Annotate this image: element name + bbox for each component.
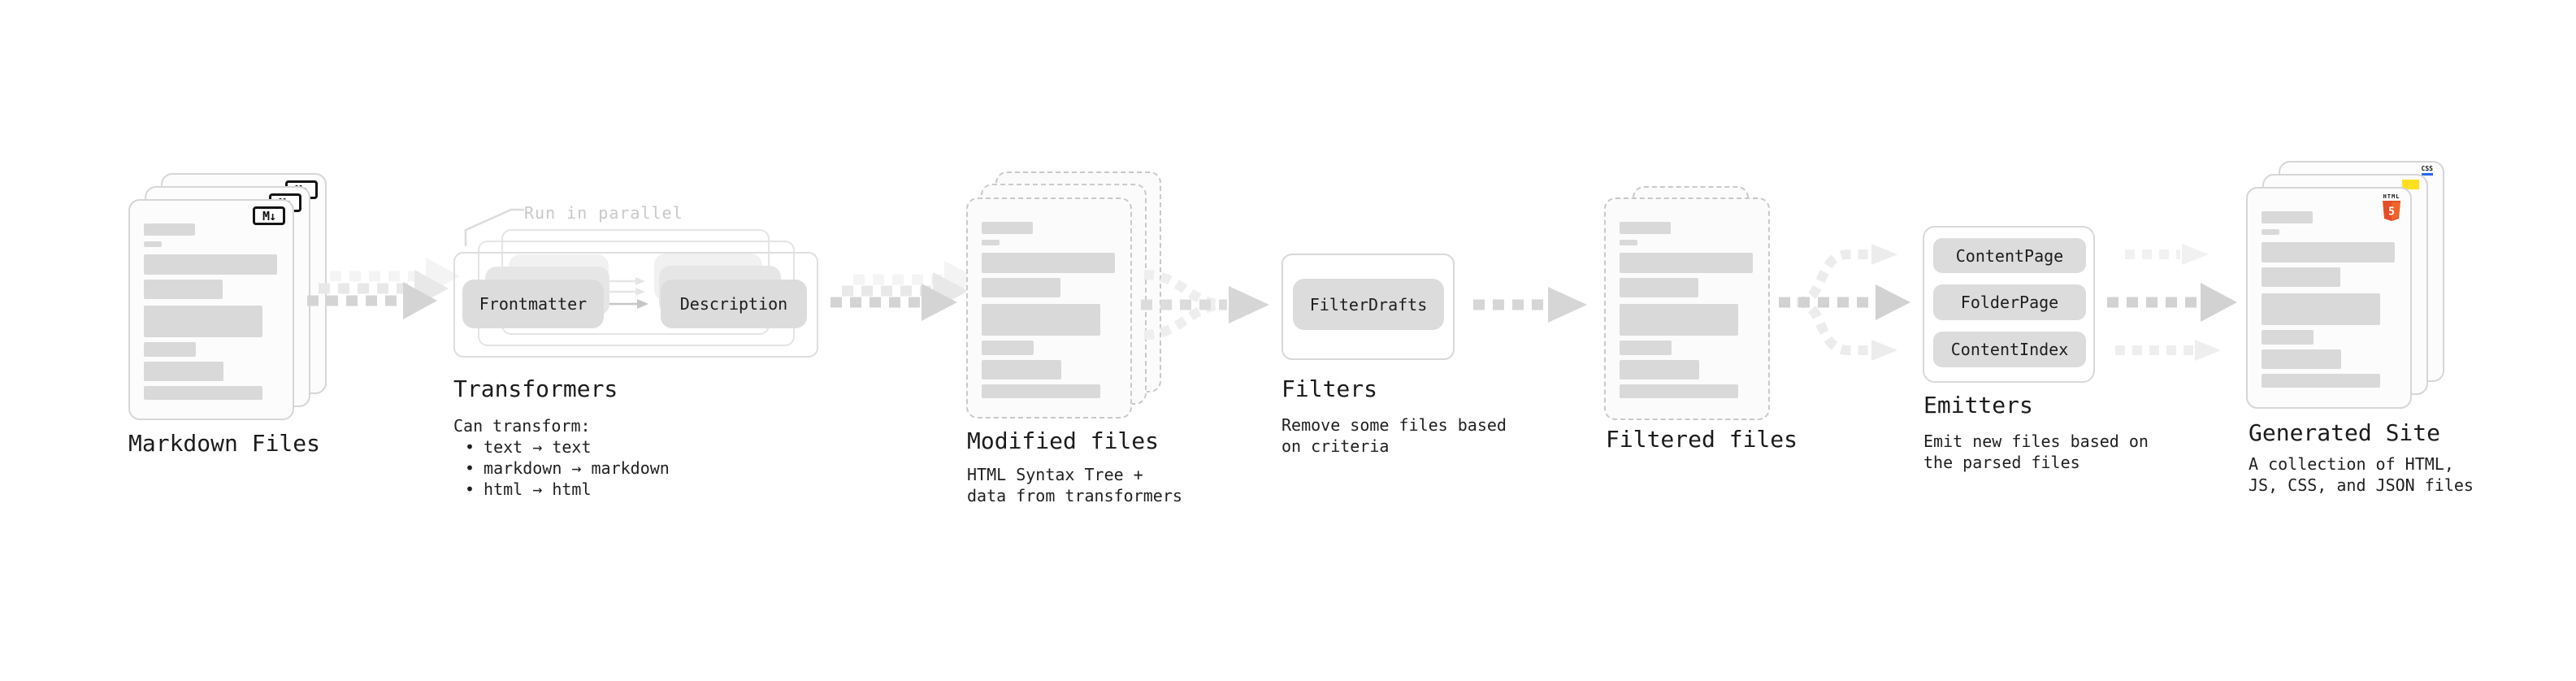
- transformers-sub-title: Can transform:: [453, 416, 591, 436]
- filters-description: Remove some files based on criteria: [1281, 414, 1507, 457]
- doc-line-placeholder: [1620, 384, 1738, 398]
- doc-line-placeholder: [982, 278, 1060, 297]
- doc-line-placeholder: [1620, 340, 1672, 355]
- transform-bullet: • text → text: [453, 436, 670, 458]
- bullet-text: markdown → markdown: [484, 458, 670, 478]
- filters-sub-line: Remove some files based: [1281, 415, 1507, 435]
- stage-label-modified-files: Modified files: [967, 427, 1160, 454]
- bullet-text: text → text: [484, 437, 592, 457]
- emitters-description: Emit new files based on the parsed files: [1923, 431, 2149, 473]
- flow-arrow-filters-to-filtered: [1473, 287, 1587, 323]
- flow-arrow-modified-to-filters: [1141, 270, 1269, 340]
- modified-sub-line: data from transformers: [967, 486, 1182, 505]
- pill-description: Description: [661, 280, 807, 328]
- doc-line-placeholder: [1620, 304, 1738, 336]
- markdown-file-card-front: M↓: [128, 199, 294, 420]
- css-icon: CSS: [2421, 166, 2433, 176]
- doc-line-placeholder: [144, 254, 277, 275]
- stage-label-markdown-files: Markdown Files: [128, 430, 321, 457]
- bullet-marker: •: [465, 479, 475, 499]
- doc-line-placeholder: [2262, 374, 2380, 388]
- doc-line-placeholder: [1620, 253, 1753, 273]
- generated-sub-line: A collection of HTML,: [2249, 454, 2454, 474]
- doc-line-placeholder: [144, 241, 162, 247]
- emitters-sub-line: the parsed files: [1923, 453, 2080, 472]
- doc-line-placeholder: [982, 340, 1034, 355]
- pill-contentindex: ContentIndex: [1933, 332, 2086, 367]
- modified-sub-line: HTML Syntax Tree +: [967, 465, 1143, 484]
- doc-line-placeholder: [144, 280, 223, 299]
- doc-line-placeholder: [2262, 211, 2313, 223]
- transformer-layer-front: [453, 252, 818, 358]
- doc-line-placeholder: [1620, 278, 1698, 297]
- bullet-text: html → html: [484, 479, 592, 499]
- stage-label-transformers: Transformers: [453, 375, 618, 402]
- pill-transform-arrows: [609, 277, 648, 309]
- stage-label-generated-site: Generated Site: [2249, 419, 2441, 446]
- transformers-description: Can transform: • text → text • markdown …: [453, 415, 670, 500]
- doc-line-placeholder: [1620, 240, 1637, 245]
- run-in-parallel-note: Run in parallel: [524, 203, 683, 223]
- doc-line-placeholder: [2262, 267, 2340, 287]
- doc-line-placeholder: [144, 342, 196, 357]
- doc-line-placeholder: [144, 306, 262, 337]
- bullet-marker: •: [465, 458, 475, 478]
- html5-icon: HTML 5: [2380, 193, 2403, 222]
- emitters-sub-line: Emit new files based on: [1923, 432, 2149, 451]
- pill-contentpage: ContentPage: [1933, 238, 2086, 273]
- markdown-icon: M↓: [253, 206, 285, 225]
- flow-arrow-transformers-to-modified: [830, 261, 980, 321]
- doc-line-placeholder: [1620, 360, 1699, 380]
- stage-label-emitters: Emitters: [1923, 392, 2033, 419]
- filtered-file-card-front: [1604, 197, 1770, 420]
- flow-arrow-filtered-to-emitters: [1779, 244, 1910, 361]
- doc-line-placeholder: [2262, 229, 2279, 235]
- doc-line-placeholder: [982, 384, 1100, 398]
- transform-bullet: • markdown → markdown: [453, 458, 670, 479]
- transform-bullet: • html → html: [453, 479, 670, 500]
- bullet-marker: •: [465, 437, 475, 457]
- doc-line-placeholder: [144, 386, 262, 400]
- stage-label-filters: Filters: [1281, 375, 1378, 402]
- generated-file-card-front: HTML 5: [2246, 187, 2412, 409]
- generated-description: A collection of HTML, JS, CSS, and JSON …: [2249, 453, 2474, 496]
- doc-line-placeholder: [2262, 242, 2395, 262]
- flow-arrow-emitters-to-generated: [2107, 244, 2237, 361]
- generated-sub-line: JS, CSS, and JSON files: [2249, 475, 2474, 495]
- stage-label-filtered-files: Filtered files: [1606, 426, 1798, 453]
- pill-frontmatter: Frontmatter: [462, 280, 604, 328]
- pill-filterdrafts: FilterDrafts: [1293, 279, 1444, 330]
- pill-folderpage: FolderPage: [1933, 284, 2086, 320]
- doc-line-placeholder: [982, 360, 1061, 380]
- doc-line-placeholder: [144, 223, 195, 236]
- modified-file-card-front: [966, 197, 1132, 419]
- doc-line-placeholder: [2262, 293, 2380, 325]
- html5-shield: 5: [2383, 201, 2400, 221]
- doc-line-placeholder: [2262, 330, 2314, 345]
- modified-description: HTML Syntax Tree + data from transformer…: [967, 464, 1182, 506]
- js-icon: [2402, 180, 2419, 189]
- doc-line-placeholder: [1620, 222, 1671, 234]
- parallel-note-callout-line: [464, 208, 524, 246]
- html5-number: 5: [2388, 206, 2395, 219]
- filters-sub-line: on criteria: [1281, 436, 1390, 456]
- flow-arrow-markdown-to-transformers: [307, 258, 460, 319]
- doc-line-placeholder: [144, 362, 223, 381]
- doc-line-placeholder: [982, 304, 1100, 336]
- doc-line-placeholder: [982, 253, 1115, 273]
- html5-word: HTML: [2383, 193, 2400, 200]
- doc-line-placeholder: [982, 240, 1000, 245]
- doc-line-placeholder: [2262, 349, 2341, 369]
- doc-line-placeholder: [982, 222, 1033, 234]
